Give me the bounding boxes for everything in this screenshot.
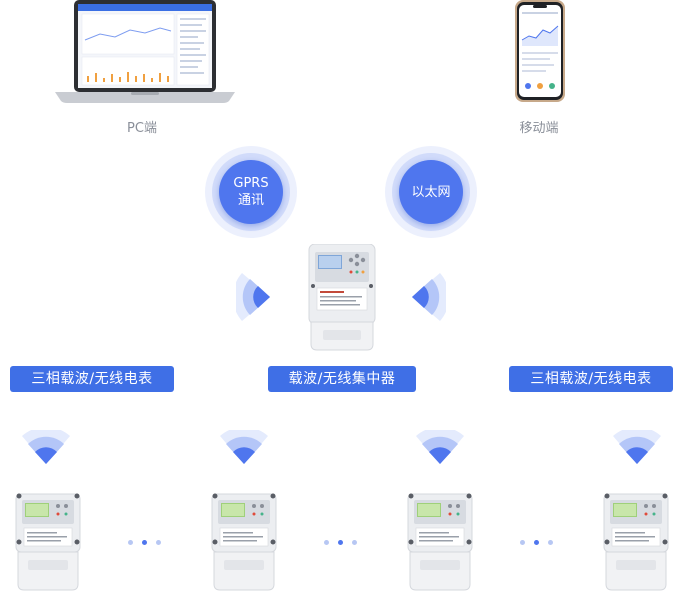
signal-down-icon (416, 430, 464, 464)
ellipsis-dots (520, 540, 553, 545)
electric-meter-icon (15, 493, 81, 591)
signal-down-icon (613, 430, 661, 464)
electric-meter-icon (211, 493, 277, 591)
signal-left-icon (236, 273, 270, 321)
mobile-label: 移动端 (519, 121, 559, 136)
laptop-icon (55, 0, 235, 103)
phone-icon (515, 0, 565, 102)
gprs-channel: GPRS 通讯 (205, 146, 297, 238)
gprs-label-line1: GPRS (233, 176, 269, 191)
electric-meter-icon (407, 493, 473, 591)
pc-label: PC端 (127, 121, 157, 136)
signal-down-icon (22, 430, 70, 464)
ellipsis-dots (324, 540, 357, 545)
tag-right-meter: 三相载波/无线电表 (509, 366, 673, 392)
signal-down-icon (220, 430, 268, 464)
ethernet-channel: 以太网 (385, 146, 477, 238)
tag-concentrator: 载波/无线集中器 (268, 366, 416, 392)
ethernet-label: 以太网 (411, 184, 451, 200)
ellipsis-dots (128, 540, 161, 545)
electric-meter-icon (603, 493, 669, 591)
gprs-label-line2: 通讯 (237, 193, 264, 208)
concentrator-icon (308, 244, 376, 351)
signal-right-icon (412, 273, 446, 321)
tag-left-meter: 三相载波/无线电表 (10, 366, 174, 392)
